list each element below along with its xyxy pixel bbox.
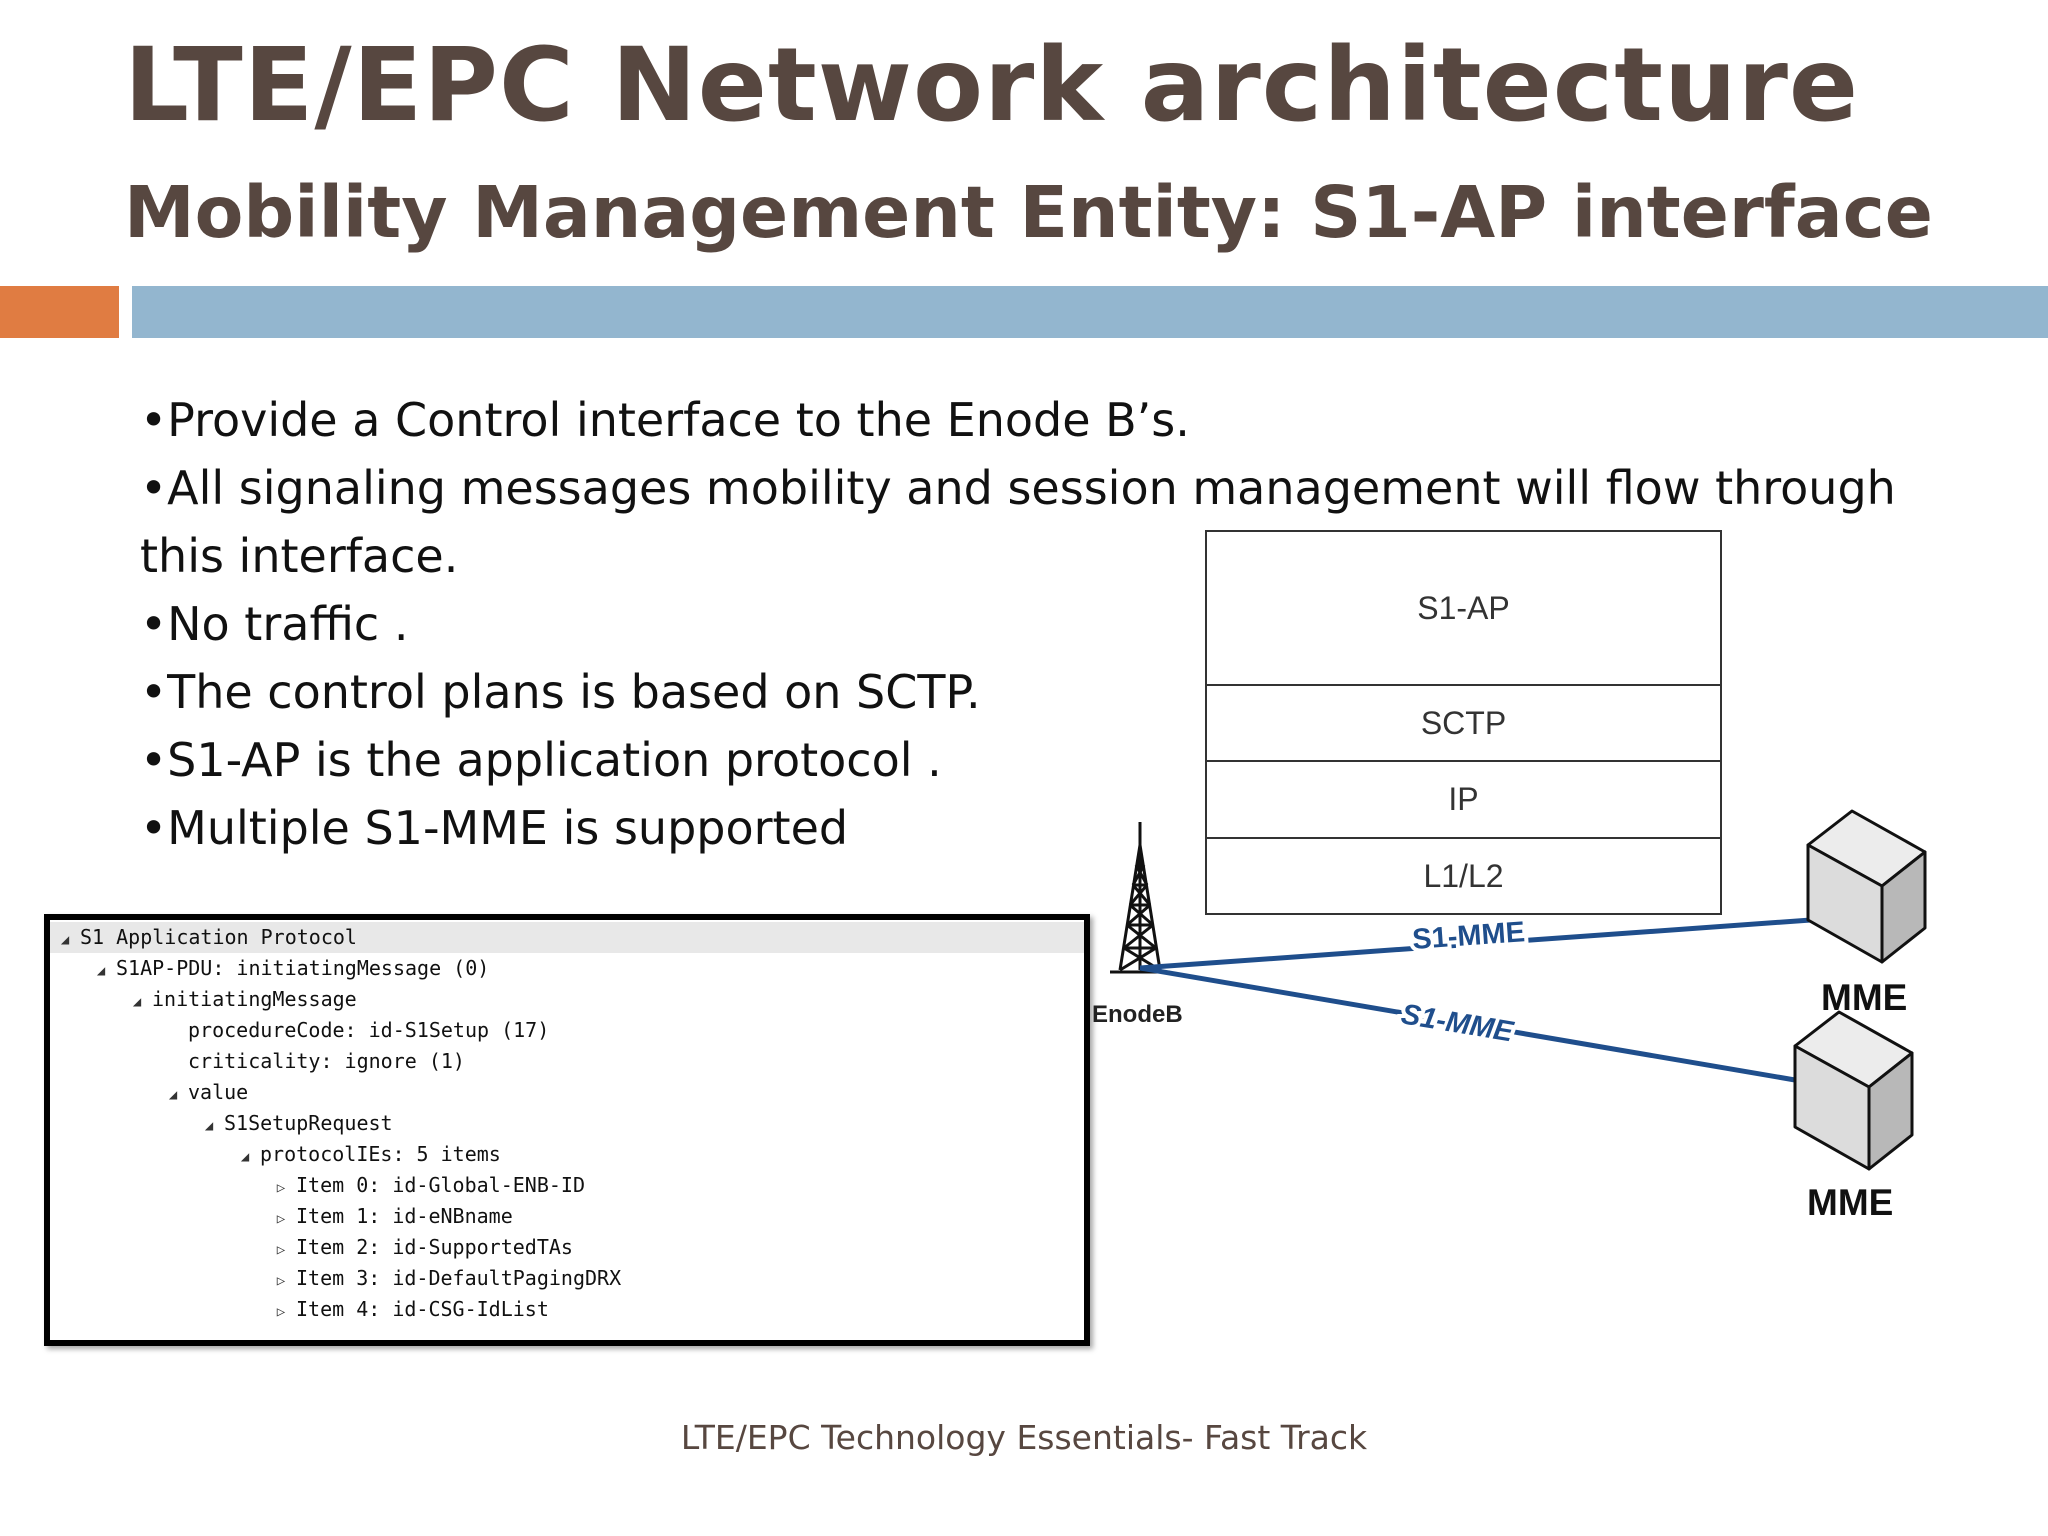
mme-server-icon <box>1806 809 1927 964</box>
cell-tower-icon <box>1110 822 1170 974</box>
expand-arrow-icon[interactable]: ▷ <box>276 1273 286 1289</box>
stack-layer-s1ap: S1-AP <box>1417 589 1510 626</box>
collapse-arrow-icon[interactable]: ◢ <box>204 1118 214 1134</box>
tree-row[interactable]: ▷ Item 1: id-eNBname <box>50 1201 513 1232</box>
stack-layer-sctp: SCTP <box>1207 684 1720 760</box>
tree-row-label: Item 4: id-CSG-IdList <box>296 1297 549 1321</box>
bullet-item: •Multiple S1-MME is supported <box>140 801 849 855</box>
enodeb-label: EnodeB <box>1092 1001 1183 1028</box>
slide-subtitle: Mobility Management Entity: S1-AP interf… <box>124 171 1933 254</box>
bullet-item: •S1-AP is the application protocol . <box>140 733 942 787</box>
tree-row-label: S1 Application Protocol <box>80 925 357 949</box>
collapse-arrow-icon[interactable]: ◢ <box>96 963 106 979</box>
s1-mme-label-1: S1-MME <box>1411 916 1526 956</box>
s1-mme-link-2 <box>1139 965 1796 1083</box>
tree-row-label: Item 0: id-Global-ENB-ID <box>296 1173 585 1197</box>
tree-row-label: Item 2: id-SupportedTAs <box>296 1235 573 1259</box>
accent-bar-blue <box>132 286 2048 338</box>
slide-footer: LTE/EPC Technology Essentials- Fast Trac… <box>680 1418 1368 1457</box>
tree-row[interactable]: ▷ Item 2: id-SupportedTAs <box>50 1232 573 1263</box>
collapse-arrow-icon[interactable]: ◢ <box>60 932 70 948</box>
s1-mme-label-2: S1-MME <box>1399 998 1517 1048</box>
tree-row-label: procedureCode: id-S1Setup (17) <box>188 1018 550 1042</box>
network-diagram: EnodeB S1-MME S1-MME MME MME <box>1092 809 1927 1223</box>
tree-row[interactable]: procedureCode: id-S1Setup (17) <box>50 1015 549 1046</box>
s1-mme-links <box>1139 917 1812 1083</box>
tree-row-label: protocolIEs: 5 items <box>260 1142 501 1166</box>
tree-row-label: S1AP-PDU: initiatingMessage (0) <box>116 956 490 980</box>
expand-arrow-icon[interactable]: ▷ <box>276 1211 286 1227</box>
tree-row-label: Item 1: id-eNBname <box>296 1204 513 1228</box>
stack-layer-l1l2: L1/L2 <box>1207 837 1720 913</box>
tree-row[interactable]: ◢ protocolIEs: 5 items <box>50 1139 501 1170</box>
tree-row[interactable]: ◢ value <box>50 1077 248 1108</box>
expand-arrow-icon[interactable]: ▷ <box>276 1242 286 1258</box>
tree-row-label: value <box>188 1080 249 1104</box>
tree-row[interactable]: ▷ Item 3: id-DefaultPagingDRX <box>50 1263 621 1294</box>
expand-arrow-icon[interactable]: ▷ <box>276 1180 286 1196</box>
protocol-stack: S1-AP SCTP IP L1/L2 <box>1205 530 1722 915</box>
mme-label-2: MME <box>1807 1182 1893 1223</box>
mme-label-1: MME <box>1821 977 1907 1018</box>
tree-row-label: criticality: ignore (1) <box>188 1049 465 1073</box>
stack-layer-ip: IP <box>1207 760 1720 837</box>
collapse-arrow-icon[interactable]: ◢ <box>168 1087 178 1103</box>
tree-row[interactable]: ◢ initiatingMessage <box>50 984 357 1015</box>
bullet-item: •Provide a Control interface to the Enod… <box>140 393 1190 447</box>
tree-row[interactable]: ◢ S1SetupRequest <box>50 1108 393 1139</box>
tree-row[interactable]: criticality: ignore (1) <box>50 1046 465 1077</box>
expand-arrow-icon[interactable]: ▷ <box>276 1304 286 1320</box>
bullet-list: •Provide a Control interface to the Enod… <box>140 386 1896 862</box>
tree-row-label: initiatingMessage <box>152 987 357 1011</box>
s1-mme-link-1 <box>1139 917 1812 971</box>
tree-row[interactable]: ◢ S1AP-PDU: initiatingMessage (0) <box>50 953 490 984</box>
bullet-item: •All signaling messages mobility and ses… <box>140 461 1896 515</box>
tree-row-label: S1SetupRequest <box>224 1111 393 1135</box>
bullet-item: •The control plans is based on SCTP. <box>140 665 981 719</box>
collapse-arrow-icon[interactable]: ◢ <box>240 1149 250 1165</box>
tree-row[interactable]: ▷ Item 0: id-Global-ENB-ID <box>50 1170 585 1201</box>
accent-bar-orange <box>0 286 119 338</box>
tree-row-label: Item 3: id-DefaultPagingDRX <box>296 1266 622 1290</box>
packet-details-tree: ◢ S1 Application Protocol ◢ S1AP-PDU: initi… <box>44 914 1090 1346</box>
tree-row[interactable]: ◢ S1 Application Protocol <box>50 922 1084 953</box>
mme-server-icon <box>1793 1010 1914 1171</box>
slide-title: LTE/EPC Network architecture <box>124 26 1860 145</box>
tree-row[interactable]: ▷ Item 4: id-CSG-IdList <box>50 1294 549 1325</box>
collapse-arrow-icon[interactable]: ◢ <box>132 994 142 1010</box>
bullet-item: •No traffic . <box>140 597 409 651</box>
bullet-item: this interface. <box>140 529 459 583</box>
